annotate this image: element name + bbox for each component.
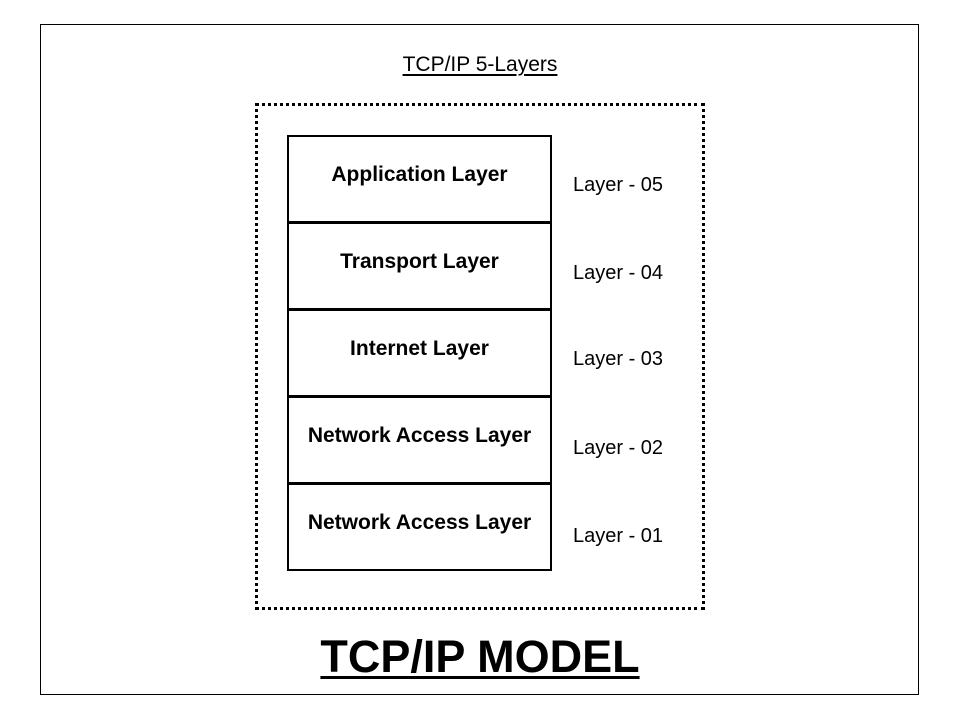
layer-box-network-access-upper: Network Access Layer (287, 396, 552, 484)
layer-name: Network Access Layer (307, 424, 532, 447)
layer-number-label: Layer - 04 (573, 262, 664, 284)
layer-name: Internet Layer (350, 337, 489, 360)
layer-box-transport: Transport Layer (287, 222, 552, 310)
layer-box-network-access-lower: Network Access Layer (287, 483, 552, 571)
layer-name: Transport Layer (340, 250, 499, 273)
model-title: TCP/IP MODEL (320, 631, 640, 682)
layer-number-label: Layer - 02 (573, 437, 664, 459)
layer-number-label: Layer - 03 (573, 348, 664, 370)
layer-name: Application Layer (331, 163, 508, 186)
layer-number-label: Layer - 01 (573, 525, 664, 547)
layer-box-application: Application Layer (287, 135, 552, 223)
diagram-title: TCP/IP 5-Layers (402, 53, 558, 76)
model-boundary (255, 103, 705, 610)
layer-stack: Application Layer Transport Layer Intern… (287, 135, 552, 571)
slide-frame (40, 24, 919, 695)
layer-box-internet: Internet Layer (287, 309, 552, 397)
layer-name: Network Access Layer (307, 511, 532, 534)
layer-number-label: Layer - 05 (573, 174, 664, 196)
